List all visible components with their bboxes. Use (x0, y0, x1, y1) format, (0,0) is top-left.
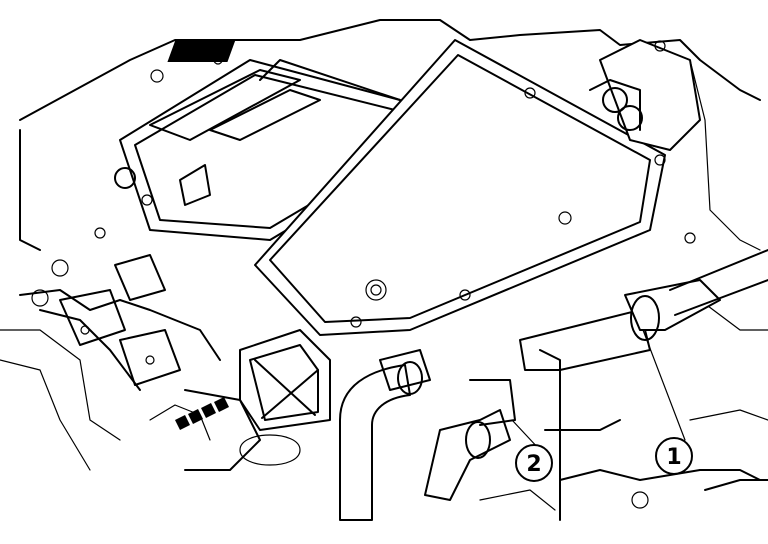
label-plate-icon (167, 40, 236, 62)
high-voltage-connector (589, 39, 701, 151)
callout-1-label: 1 (666, 445, 681, 470)
lower-right-structure (479, 349, 768, 521)
leader-line-1 (642, 329, 686, 441)
coolant-hose-assembly (339, 249, 768, 521)
callout-1-circle (655, 437, 693, 475)
callout-2-circle (515, 444, 553, 482)
lower-bracket (149, 329, 331, 471)
callout-2: 2 (515, 444, 553, 482)
inverter-main-housing (254, 39, 696, 336)
callout-1: 1 (655, 437, 693, 475)
harness-connectors-left (19, 254, 221, 391)
callout-2-label: 2 (526, 452, 541, 477)
